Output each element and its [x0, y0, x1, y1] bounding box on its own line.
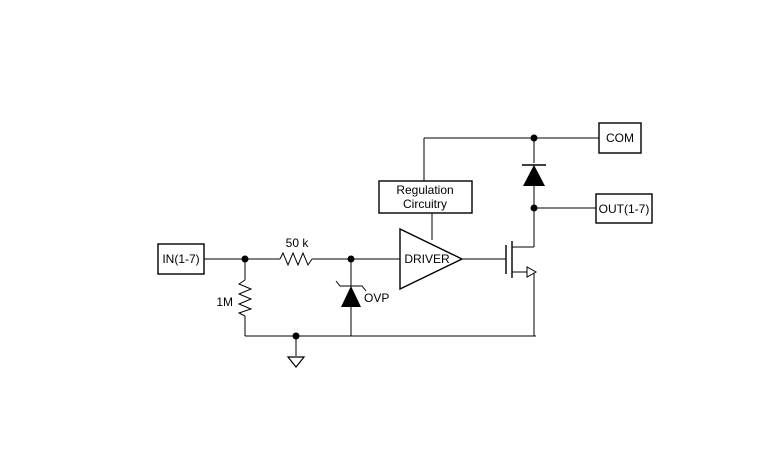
- ground-icon: [286, 356, 306, 368]
- ovp-zener-diode: OVP: [335, 280, 389, 307]
- junction-dot: [292, 332, 300, 340]
- input-pin: IN(1-7): [157, 243, 205, 275]
- series-resistor-label: 50 k: [286, 236, 310, 250]
- zener-label: OVP: [364, 291, 389, 305]
- driver-label: DRIVER: [404, 252, 450, 266]
- output-mosfet: [505, 241, 538, 278]
- regulation-label-line1: Regulation: [396, 183, 453, 197]
- driver-amplifier: DRIVER: [399, 227, 464, 291]
- output-pin-label: OUT(1-7): [599, 202, 650, 216]
- com-pin: COM: [598, 122, 642, 154]
- regulation-label-line2: Circuitry: [403, 197, 447, 211]
- com-pin-label: COM: [606, 131, 634, 145]
- pulldown-resistor: 1M: [216, 279, 253, 317]
- output-pin: OUT(1-7): [595, 193, 653, 224]
- junction-dot: [347, 255, 355, 263]
- clamp-diode: [522, 164, 546, 186]
- series-resistor: 50 k: [279, 236, 313, 267]
- input-pin-label: IN(1-7): [162, 252, 199, 266]
- regulation-circuitry-block: Regulation Circuitry: [378, 180, 473, 214]
- pulldown-resistor-label: 1M: [216, 295, 233, 309]
- junction-dots: [241, 134, 538, 340]
- junction-dot: [241, 255, 249, 263]
- junction-dot: [530, 134, 538, 142]
- junction-dot: [530, 204, 538, 212]
